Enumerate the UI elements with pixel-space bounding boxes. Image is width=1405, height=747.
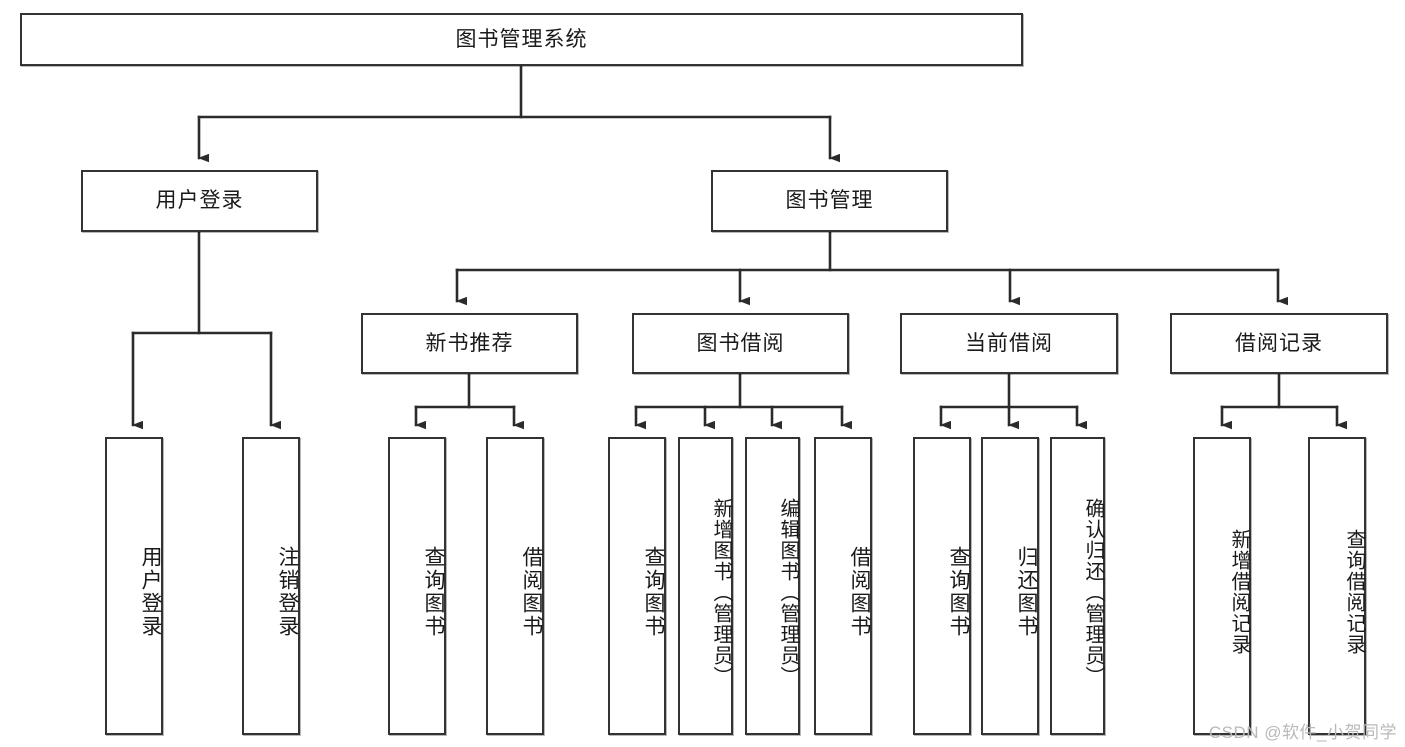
node-label: 借阅图书	[520, 546, 543, 638]
node-label: 编辑图书（管理员）	[777, 497, 799, 687]
node-label: 新书推荐	[425, 331, 514, 355]
node-label: 查询图书	[947, 546, 970, 638]
node-label: 确认归还（管理员）	[1082, 497, 1104, 687]
node-label: 借阅记录	[1235, 331, 1323, 355]
node-label: 用户登录	[155, 189, 244, 213]
node-leaf-add-record[interactable]: 新增借阅记录	[1193, 437, 1251, 735]
node-leaf-user-login[interactable]: 用户登录	[105, 437, 163, 735]
node-leaf-add-book[interactable]: 新增图书（管理员）	[678, 437, 733, 735]
node-label: 图书管理	[785, 189, 874, 213]
node-leaf-return-book[interactable]: 归还图书	[981, 437, 1039, 735]
node-leaf-borrow-book-1[interactable]: 借阅图书	[486, 437, 544, 735]
node-label: 注销登录	[276, 546, 299, 638]
node-label: 归还图书	[1015, 546, 1038, 638]
node-leaf-query-book-2[interactable]: 查询图书	[608, 437, 666, 735]
node-label: 用户登录	[139, 546, 162, 638]
node-label: 借阅图书	[848, 546, 871, 638]
node-book-borrow[interactable]: 图书借阅	[632, 313, 849, 374]
node-label: 新增图书（管理员）	[710, 497, 732, 687]
node-label: 图书管理系统	[455, 27, 588, 51]
node-label: 当前借阅	[965, 331, 1053, 355]
node-leaf-query-record[interactable]: 查询借阅记录	[1308, 437, 1366, 735]
node-current-borrow[interactable]: 当前借阅	[900, 313, 1118, 374]
node-leaf-confirm-return[interactable]: 确认归还（管理员）	[1050, 437, 1105, 735]
node-leaf-query-book-1[interactable]: 查询图书	[388, 437, 446, 735]
node-borrow-record[interactable]: 借阅记录	[1170, 313, 1388, 374]
node-book-manage[interactable]: 图书管理	[711, 170, 948, 232]
node-leaf-borrow-book-2[interactable]: 借阅图书	[814, 437, 872, 735]
csdn-watermark: CSDN @软件_小贺同学	[1208, 723, 1397, 742]
node-leaf-edit-book[interactable]: 编辑图书（管理员）	[745, 437, 800, 735]
node-leaf-query-book-3[interactable]: 查询图书	[913, 437, 971, 735]
node-user-login[interactable]: 用户登录	[81, 170, 318, 232]
node-new-book-recommend[interactable]: 新书推荐	[361, 313, 578, 374]
node-label: 查询借阅记录	[1343, 529, 1365, 655]
node-leaf-logout-login[interactable]: 注销登录	[242, 437, 300, 735]
node-label: 新增借阅记录	[1228, 529, 1250, 655]
node-root-system[interactable]: 图书管理系统	[20, 13, 1023, 66]
node-label: 查询图书	[642, 546, 665, 638]
node-label: 图书借阅	[696, 331, 785, 355]
node-label: 查询图书	[422, 546, 445, 638]
